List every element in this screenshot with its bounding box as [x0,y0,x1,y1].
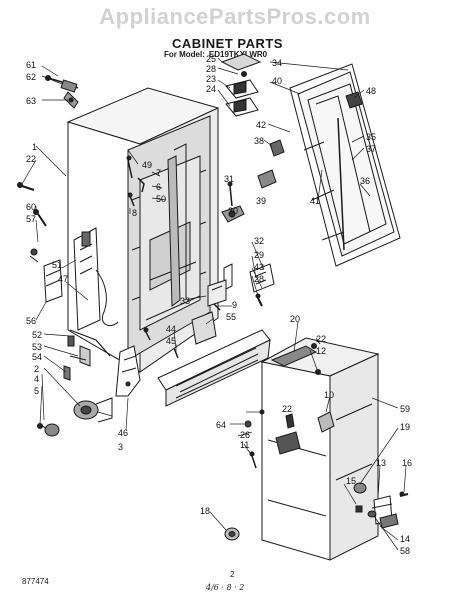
callout-25: 25 [206,54,216,64]
top-hinge-assembly [220,53,262,117]
hinge-pin-61-62 [45,75,79,109]
callout-47: 47 [58,274,68,284]
callout-11: 11 [240,440,249,450]
callout-26: 26 [240,430,250,440]
callout-28-top: 28 [206,64,216,74]
callout-32: 32 [254,236,264,246]
callout-54: 54 [32,352,42,362]
cabinet-shell [66,87,220,373]
callout-63: 63 [26,96,36,106]
callout-8: 8 [132,208,137,218]
callout-6: 6 [156,182,161,192]
door-hardware [244,343,335,469]
cabinet-wiring [73,227,119,331]
callout-1: 1 [32,142,37,152]
callout-46: 46 [118,428,128,438]
callout-62: 62 [26,72,36,82]
callout-20: 20 [290,314,300,324]
leveling-leg-31-30 [221,181,245,223]
callout-51: 51 [52,260,62,270]
callout-44: 44 [166,324,176,334]
callout-14: 14 [400,534,410,544]
callout-49: 49 [142,160,152,170]
callout-labels: 61 62 63 1 22 60 57 51 47 56 52 53 54 2 … [26,54,412,556]
cap-18 [224,527,240,541]
callout-57: 57 [26,214,36,224]
callout-58: 58 [400,546,410,556]
model-line: For Model:ED19TKXLWR0 [164,50,267,59]
callout-10: 10 [324,390,334,400]
callout-60: 60 [26,202,36,212]
callout-59: 59 [400,404,410,414]
callout-34: 34 [272,58,282,68]
diagram-title: CABINET PARTS [172,36,283,51]
callout-52: 52 [32,330,42,340]
callout-15: 15 [346,476,356,486]
callout-7: 7 [156,168,161,178]
callout-42: 42 [256,120,266,130]
callout-36: 36 [360,176,370,186]
callout-13: 13 [376,458,386,468]
bottom-hinge-bracket [207,263,275,311]
callout-37: 37 [366,144,376,154]
callout-30: 30 [228,206,238,216]
callout-9: 9 [232,300,237,310]
drain-assembly [63,329,111,381]
callout-19: 19 [400,422,410,432]
callout-56: 56 [26,316,36,326]
center-fasteners [126,155,145,207]
model-label: For Model: [164,50,205,59]
watermark: AppliancePartsPros.com [99,4,371,29]
callout-64: 64 [216,420,226,430]
callout-22-door: 22 [282,404,292,414]
callout-29: 29 [254,250,264,260]
callout-43: 43 [254,262,264,272]
handwritten-note: 4/6 · 8 · 2 [206,583,245,592]
callout-39: 39 [256,196,266,206]
callout-4: 4 [34,374,39,384]
doc-number: 877474 [22,577,49,586]
toe-grille [143,311,271,407]
callout-5: 5 [34,386,39,396]
door-frame [289,63,401,267]
callout-61: 61 [26,60,36,70]
callout-40: 40 [272,76,282,86]
callout-33: 33 [180,296,190,306]
leader-lines [21,57,407,551]
callout-22-right: 22 [316,334,326,344]
callout-48: 48 [366,86,376,96]
callout-45: 45 [166,336,176,346]
callout-2: 2 [34,364,39,374]
callout-41: 41 [310,196,320,206]
callout-22: 22 [26,154,36,164]
callout-18: 18 [200,506,210,516]
callout-35: 35 [366,132,376,142]
clip-38-39 [257,139,285,189]
model-number: ED19TKXLWR0 [208,50,268,59]
callout-23: 23 [206,74,216,84]
callout-31: 31 [224,174,234,184]
callout-16: 16 [402,458,412,468]
callout-50: 50 [156,194,166,204]
page-number: 2 [230,570,235,579]
bracket-56 [29,248,63,303]
callout-38: 38 [254,136,264,146]
door-liner-box [260,337,380,561]
callout-24: 24 [206,84,216,94]
callout-12: 12 [316,346,326,356]
callout-53: 53 [32,342,42,352]
callout-55: 55 [226,312,236,322]
right-bracket-assembly [353,482,409,529]
screw-22-60 [17,182,47,227]
callout-3: 3 [118,442,123,452]
callout-28-bottom: 28 [254,274,264,284]
